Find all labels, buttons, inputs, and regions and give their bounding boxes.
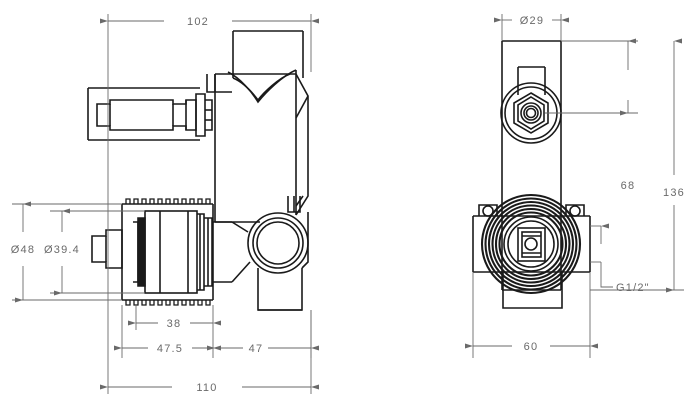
dim-label-136: 136	[663, 187, 685, 199]
mount-hole-left	[482, 205, 494, 217]
callout-label-g12: G1/2"	[616, 282, 650, 294]
stem-bore-ring-2	[523, 105, 539, 121]
dim-label-d394: Ø39.4	[44, 244, 80, 256]
upper-lug	[206, 74, 232, 93]
stem-bore-center	[525, 107, 537, 119]
hex-nut-outline	[513, 92, 549, 134]
rear-boss-profile	[295, 73, 309, 216]
body-shoulder-curve-outer	[227, 69, 297, 104]
cartridge-spindle-stub	[91, 229, 123, 269]
mount-ear-left	[478, 204, 498, 216]
dim-label-102: 102	[187, 16, 209, 28]
outlet-port-bore	[256, 221, 300, 265]
dim-label-60: 60	[524, 341, 539, 353]
spindle-center-hole	[524, 237, 538, 251]
outlet-port-tangent-bottom	[231, 261, 251, 283]
dim-label-110: 110	[196, 382, 217, 394]
dim-label-68: 68	[621, 180, 636, 192]
dim-label-d48: Ø48	[11, 244, 35, 256]
dim-label-38: 38	[167, 318, 182, 330]
spindle-socket-inner	[521, 231, 542, 258]
cartridge-face-rings-inner	[503, 216, 559, 272]
spindle-socket-outer	[517, 227, 546, 262]
front-view-geometry	[472, 40, 591, 309]
stem-collar	[195, 93, 206, 137]
cartridge-oring-dark	[137, 217, 146, 287]
cartridge-knurl-top	[125, 198, 211, 204]
stem-gland	[205, 99, 213, 131]
side-view-geometry	[87, 30, 309, 311]
hex-nut-inner	[517, 96, 545, 130]
front-lower-skirt	[502, 272, 563, 309]
dimension-layer	[12, 14, 684, 394]
cartridge-wave-washer	[133, 221, 139, 283]
mount-hole-right	[569, 205, 581, 217]
outlet-port-tangent-top	[231, 221, 249, 233]
dim-label-d29: Ø29	[520, 15, 544, 27]
dim-label-47: 47	[249, 343, 264, 355]
dimension-text-layer: 102 110 Ø48 Ø39.4 38 47.5 47 Ø29 68 136 …	[11, 15, 685, 394]
stem-bore-ring-1	[520, 102, 542, 124]
cartridge-face-rings	[480, 193, 582, 295]
leader-g12	[600, 262, 613, 288]
outlet-port-mid-ring	[252, 217, 304, 269]
rear-boss-chamfer-top	[295, 95, 309, 119]
dim-label-475: 47.5	[157, 343, 183, 355]
rear-tail-profile	[301, 212, 309, 269]
